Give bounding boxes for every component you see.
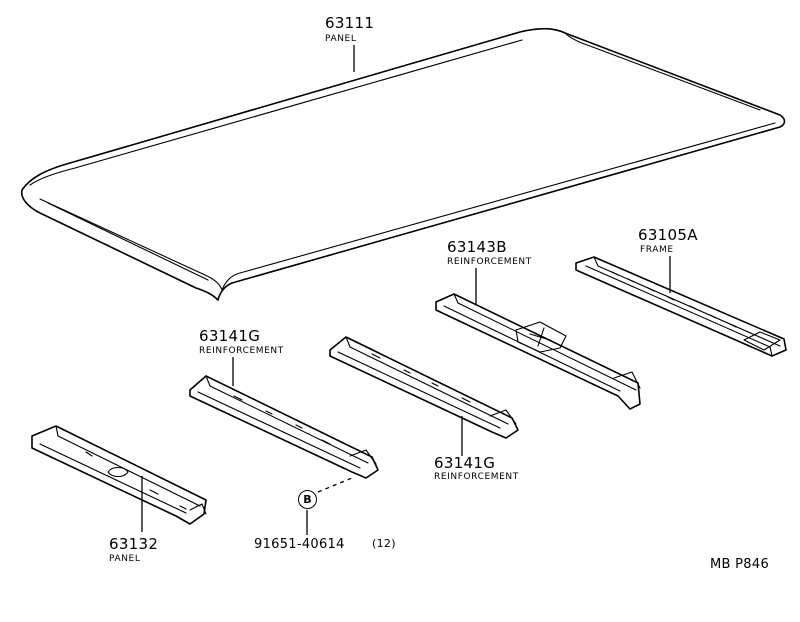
diagram-code: MB P846 (710, 557, 770, 572)
bolt-quantity: (12) (372, 537, 396, 550)
roof-panel-drawing (20, 27, 786, 301)
front-panel-drawing (31, 425, 207, 525)
front-panel-name: PANEL (109, 554, 141, 564)
reinforcement-rear-name: REINFORCEMENT (447, 257, 532, 267)
reinforcement-mid-right-drawing (329, 336, 519, 439)
reinforcement-mid-left-name: REINFORCEMENT (199, 346, 284, 356)
leader-lines (141, 45, 671, 535)
front-panel-number: 63132 (109, 535, 159, 553)
frame-name: FRAME (640, 245, 674, 255)
roof-panel-number: 63111 (325, 14, 375, 32)
reinforcement-rear-drawing (435, 293, 641, 410)
reinforcement-rear-number: 63143B (447, 238, 507, 256)
bolt-number: 91651-40614 (254, 537, 345, 552)
frame-number: 63105A (638, 226, 698, 244)
reinforcement-mid-right-name: REINFORCEMENT (434, 472, 519, 482)
frame-drawing (575, 256, 787, 357)
reinforcement-mid-right-number: 63141G (434, 454, 496, 472)
reinforcement-mid-left-drawing (189, 375, 379, 479)
reinforcement-mid-left-number: 63141G (199, 327, 261, 345)
roof-panel-name: PANEL (325, 34, 357, 44)
bolt-reference-marker: B (298, 490, 317, 509)
